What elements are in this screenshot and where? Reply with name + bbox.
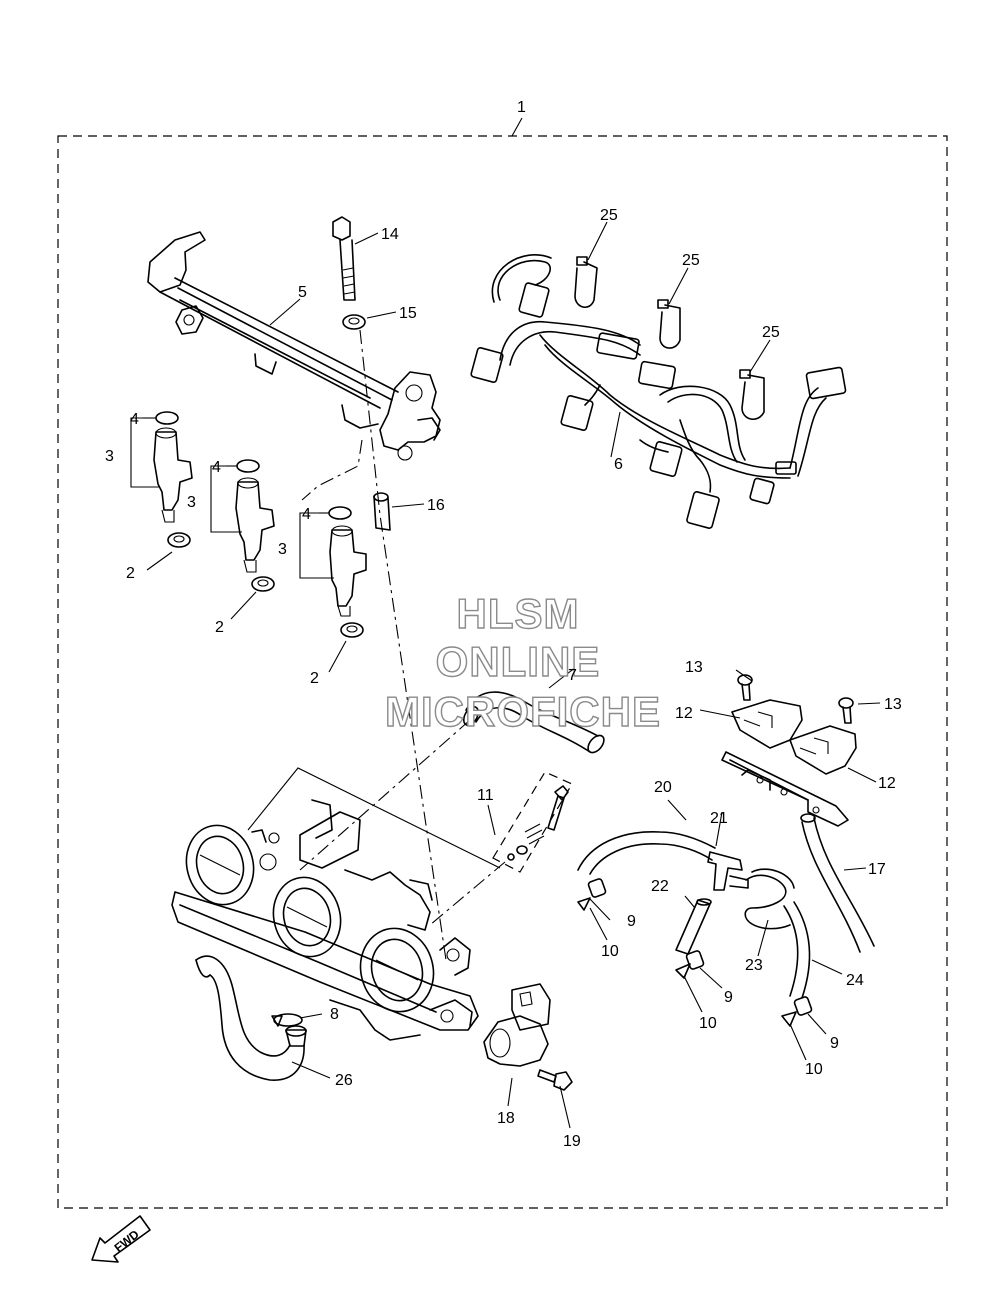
callout-9[interactable]: 9 [830,1035,839,1052]
watermark-line-3: MICROFICHE [385,688,661,735]
injector-left[interactable] [153,427,193,523]
callout-14[interactable]: 14 [381,226,399,243]
hose-20[interactable] [577,831,716,875]
callout-7[interactable]: 7 [568,667,577,684]
callout-3[interactable]: 3 [278,541,287,558]
clip-10a[interactable] [577,897,591,911]
harness-clip-25a[interactable] [574,256,598,308]
callout-12[interactable]: 12 [878,775,896,792]
leader-lines [146,221,881,1129]
fwd-label: FWD [112,1227,142,1255]
fuel-rail[interactable] [147,231,441,461]
sensor-18[interactable] [483,983,551,1067]
callout-25[interactable]: 25 [762,324,780,341]
seal-middle[interactable] [251,576,275,592]
callout-10[interactable]: 10 [601,943,619,960]
bolt-13-left[interactable] [737,674,753,701]
callout-23[interactable]: 23 [745,957,763,974]
callout-10[interactable]: 10 [805,1061,823,1078]
callout-3[interactable]: 3 [105,448,114,465]
guide-hose7 [299,719,471,871]
leader-1 [511,117,523,137]
callout-17[interactable]: 17 [868,861,886,878]
callout-21[interactable]: 21 [710,810,728,827]
bracket-3-middle [210,465,242,533]
callout-15[interactable]: 15 [399,305,417,322]
bracket-12-left[interactable] [731,699,803,749]
callout-4[interactable]: 4 [302,506,311,523]
hose-23[interactable] [744,868,795,930]
callout-19[interactable]: 19 [563,1133,581,1150]
seal-left[interactable] [167,532,191,548]
seal-right[interactable] [340,622,364,638]
o-ring-right[interactable] [328,506,352,520]
callout-10[interactable]: 10 [699,1015,717,1032]
callout-4[interactable]: 4 [212,459,221,476]
assembly-boundary [57,135,948,1209]
o-ring-left[interactable] [155,411,179,425]
guide-11 [429,861,506,926]
watermark: HLSM ONLINE MICROFICHE [384,589,661,735]
bracket-3-left [130,417,160,488]
hose-7[interactable] [461,691,607,755]
wire-harness[interactable] [470,254,847,529]
callout-2[interactable]: 2 [126,565,135,582]
cap-9b[interactable] [685,950,705,970]
callout-13[interactable]: 13 [884,696,902,713]
throttle-body[interactable] [171,767,501,1041]
callout-9[interactable]: 9 [627,913,636,930]
watermark-line-1: HLSM [457,590,580,637]
hose-24[interactable] [783,901,811,999]
harness-clip-25b[interactable] [657,299,681,349]
callout-1[interactable]: 1 [517,99,526,116]
callout-12[interactable]: 12 [675,705,693,722]
cap-9c[interactable] [793,996,813,1016]
callout-25[interactable]: 25 [682,252,700,269]
bolt-13-right[interactable] [838,697,854,724]
hose-22[interactable] [675,898,712,955]
callout-11[interactable]: 11 [477,787,494,804]
injector-right[interactable] [329,525,367,617]
o-ring-middle[interactable] [236,459,260,473]
callout-6[interactable]: 6 [614,456,623,473]
bracket-3-right [299,512,334,579]
callout-26[interactable]: 26 [335,1072,353,1089]
t-joint-21[interactable] [707,851,749,891]
bracket-12-right[interactable] [789,725,857,775]
clamp-8[interactable] [271,1013,303,1027]
cap-9a[interactable] [587,878,607,898]
screw-19[interactable] [537,1069,573,1091]
callout-3[interactable]: 3 [187,494,196,511]
callout-5[interactable]: 5 [298,284,307,301]
fwd-arrow-icon: FWD [91,1215,151,1263]
callout-25[interactable]: 25 [600,207,618,224]
collar-16[interactable] [373,492,391,531]
hose-17[interactable] [800,813,875,953]
washer-15[interactable] [342,314,366,330]
callout-24[interactable]: 24 [846,972,864,989]
callouts: 1 2 2 2 3 3 3 4 4 4 5 6 7 8 9 9 9 10 10 … [105,99,902,1150]
clip-10c[interactable] [781,1011,797,1027]
clip-10b[interactable] [675,963,691,979]
callout-2[interactable]: 2 [215,619,224,636]
callout-20[interactable]: 20 [654,779,672,796]
callout-13[interactable]: 13 [685,659,703,676]
hose-26[interactable] [195,955,307,1081]
callout-8[interactable]: 8 [330,1006,339,1023]
callout-16[interactable]: 16 [427,497,445,514]
callout-18[interactable]: 18 [497,1110,515,1127]
bracket-plate[interactable] [721,751,849,827]
callout-4[interactable]: 4 [130,411,139,428]
screw-set-11[interactable] [492,771,573,873]
guide-injector [301,439,363,501]
guide-bolt [359,329,447,961]
bolt-14[interactable] [332,216,356,301]
watermark-line-2: ONLINE [436,638,601,685]
callout-2[interactable]: 2 [310,670,319,687]
harness-clip-25c[interactable] [739,369,765,420]
callout-22[interactable]: 22 [651,878,669,895]
injector-middle[interactable] [235,477,275,573]
callout-9[interactable]: 9 [724,989,733,1006]
